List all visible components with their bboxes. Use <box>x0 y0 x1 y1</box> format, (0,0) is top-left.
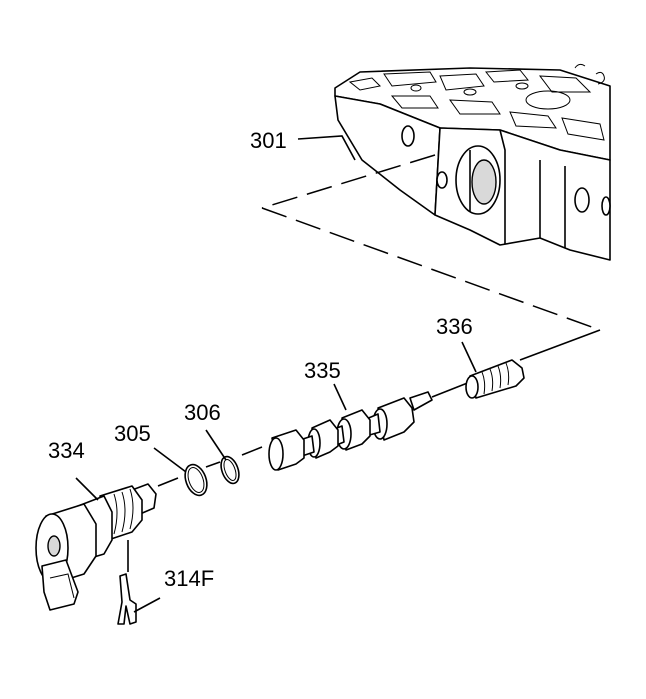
label-solenoid: 334 <box>48 438 85 463</box>
label-retainer-clip: 314F <box>164 566 214 591</box>
label-valve: 335 <box>304 358 341 383</box>
spring <box>465 359 525 399</box>
assembly-axis-lines <box>157 154 601 487</box>
valve-body <box>334 63 611 261</box>
leader-lines <box>75 135 477 613</box>
label-spring: 336 <box>436 314 473 339</box>
o-ring-inner <box>220 455 240 485</box>
retainer-clip <box>117 540 137 625</box>
valve <box>268 391 433 471</box>
label-o-ring-inner: 306 <box>184 400 221 425</box>
label-valve-body: 301 <box>250 128 287 153</box>
solenoid <box>35 483 157 611</box>
label-o-ring-outer: 305 <box>114 421 151 446</box>
o-ring-outer <box>184 463 208 497</box>
